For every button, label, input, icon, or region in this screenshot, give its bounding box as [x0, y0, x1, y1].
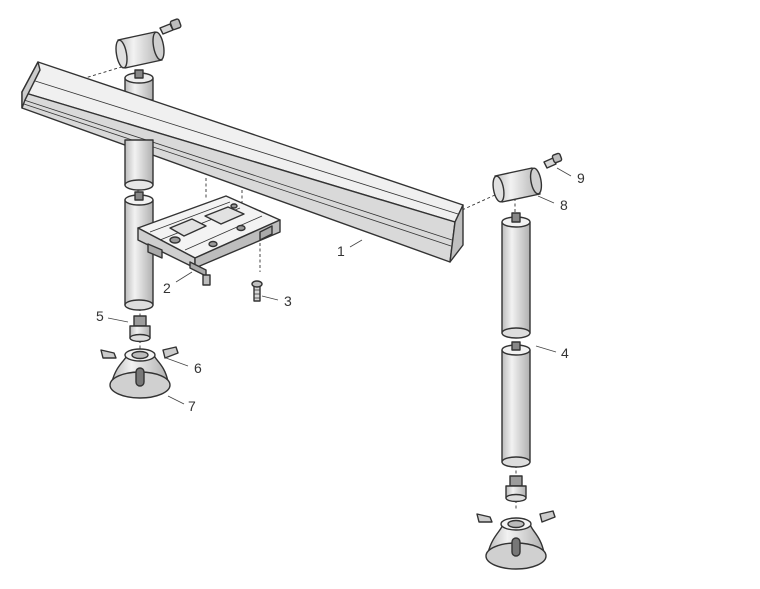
crossbar-beam — [21, 61, 464, 263]
screw-9 — [543, 152, 563, 169]
connector-bolt-left — [129, 315, 151, 343]
part-label-1: 1 — [337, 243, 345, 259]
foot-base-left — [100, 346, 179, 399]
post-right-lower — [501, 341, 531, 468]
part-label-3: 3 — [284, 293, 292, 309]
part-label-4: 4 — [561, 345, 569, 361]
screw-top-left — [159, 18, 182, 35]
foot-base-right — [476, 510, 556, 570]
post-left-upper — [124, 139, 154, 191]
end-cap-right — [492, 167, 543, 203]
part-label-9: 9 — [577, 170, 585, 186]
screw-3 — [251, 280, 263, 302]
connector-bolt-right — [505, 475, 527, 503]
part-label-2: 2 — [163, 280, 171, 296]
leader-lines — [107, 167, 572, 405]
part-label-5: 5 — [96, 308, 104, 324]
part-label-8: 8 — [560, 197, 568, 213]
part-label-6: 6 — [194, 360, 202, 376]
end-cap-left — [115, 31, 165, 69]
part-labels: 1 2 3 4 5 6 7 8 9 — [96, 170, 585, 414]
post-right-upper — [501, 212, 531, 339]
mounting-plate — [137, 195, 281, 286]
part-label-7: 7 — [188, 398, 196, 414]
